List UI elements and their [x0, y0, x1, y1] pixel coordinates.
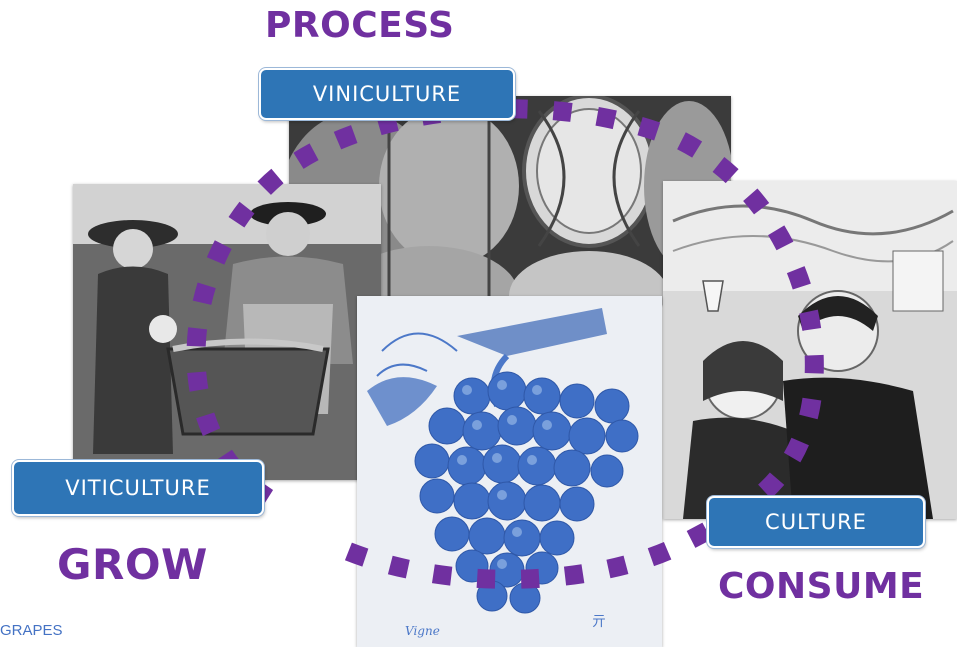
process-heading: PROCESS	[265, 5, 455, 46]
viticulture-label: VITICULTURE	[12, 460, 264, 516]
culture-label: CULTURE	[707, 496, 925, 548]
consume-heading: CONSUME	[718, 566, 925, 607]
viniculture-label: VINICULTURE	[259, 68, 515, 120]
harvest-workers-photo	[73, 184, 381, 480]
harvest-drawing	[73, 184, 381, 480]
poster-drawing	[663, 181, 957, 519]
grape-cluster-illustration: 亓 Vigne	[357, 296, 662, 647]
grape-caption: Vigne	[405, 624, 440, 638]
grape-drawing: 亓	[357, 296, 662, 647]
couple-toasting-poster	[663, 181, 957, 519]
grow-heading: GROW	[57, 540, 208, 589]
grape-mark: 亓	[592, 614, 606, 630]
footer-grapes-text: GRAPES	[0, 622, 63, 639]
